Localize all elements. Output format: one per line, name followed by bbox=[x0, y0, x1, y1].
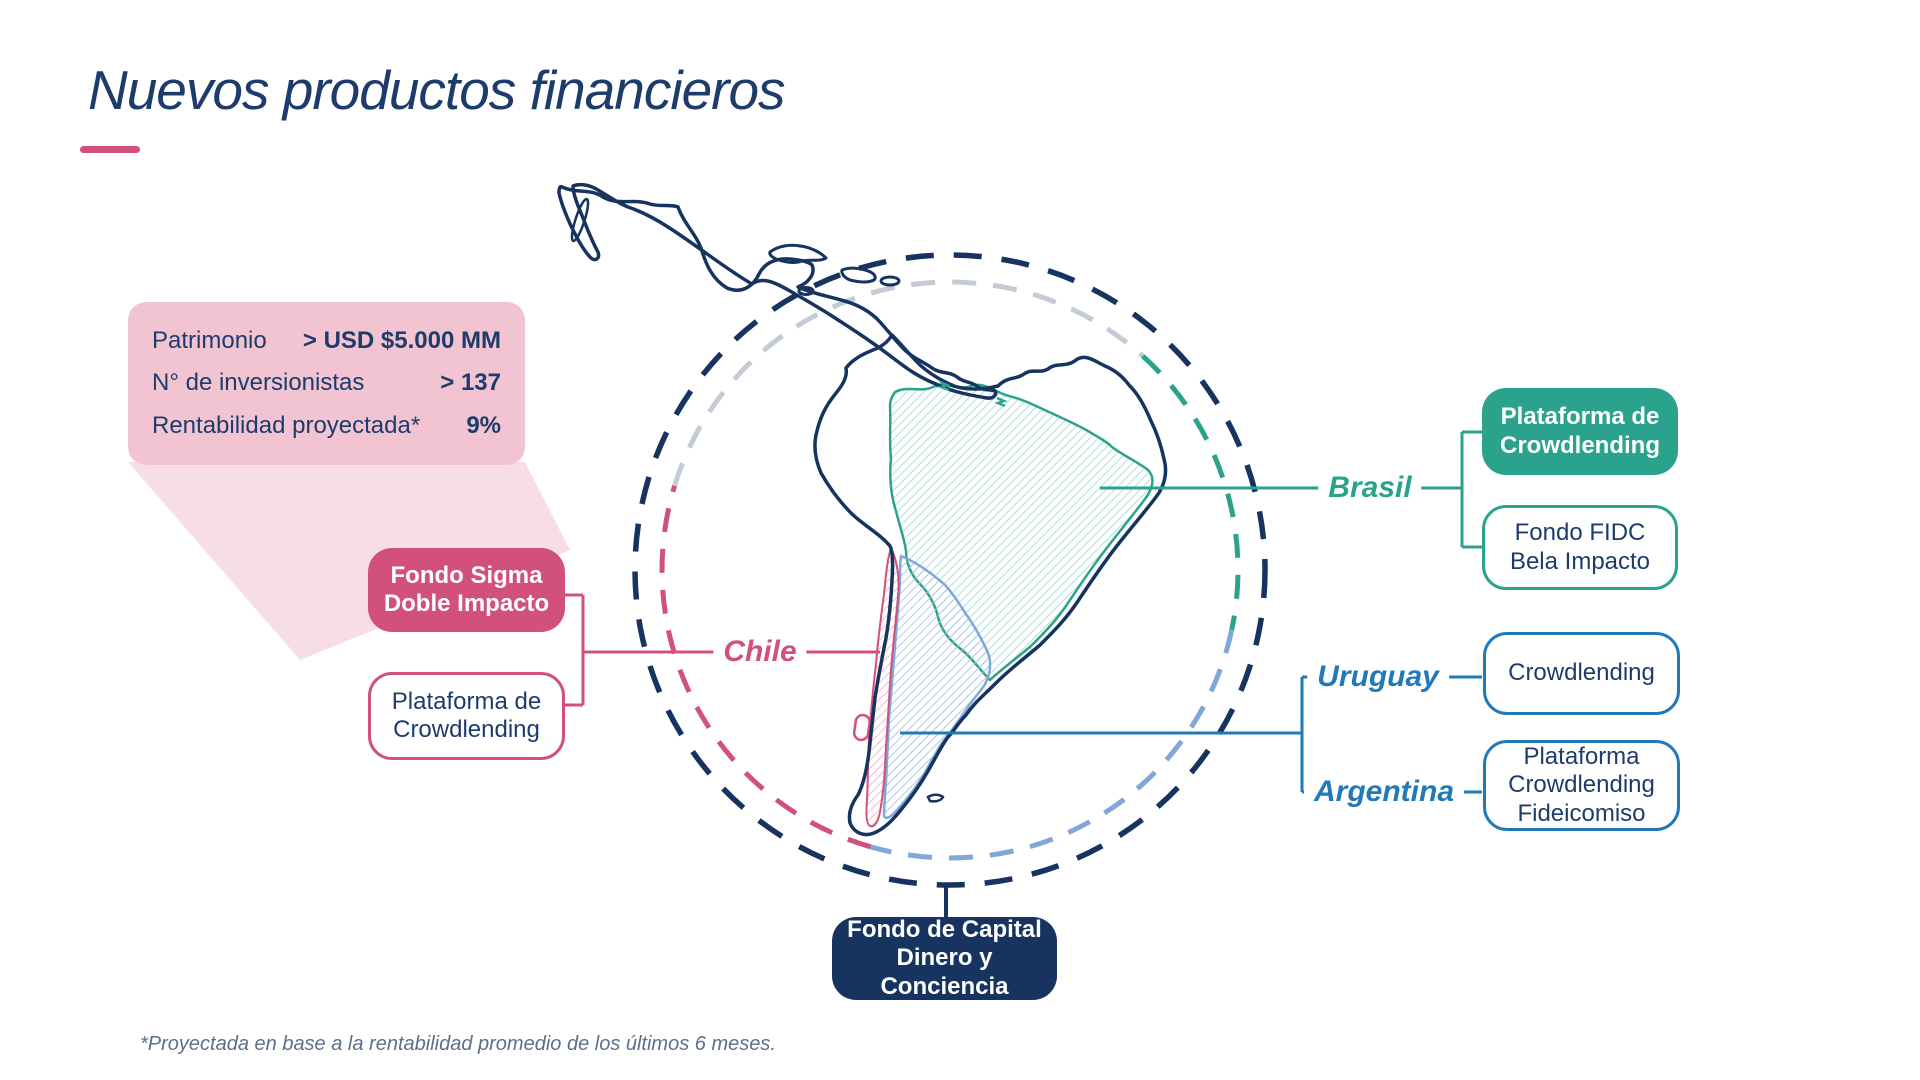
brasil-connector bbox=[1100, 430, 1482, 549]
chile-connector bbox=[565, 593, 880, 707]
box-fondo-fidc: Fondo FIDC Bela Impacto bbox=[1482, 505, 1678, 590]
falkland-islands bbox=[926, 793, 945, 803]
stats-row: N° de inversionistas > 137 bbox=[152, 369, 501, 397]
stats-box: Patrimonio > USD $5.000 MM N° de inversi… bbox=[128, 302, 525, 465]
stat-value: > USD $5.000 MM bbox=[302, 327, 501, 355]
stat-label: Patrimonio bbox=[152, 327, 267, 355]
stat-label: N° de inversionistas bbox=[152, 369, 365, 397]
stats-callout-wedge bbox=[128, 462, 570, 660]
baja-lagoon bbox=[570, 197, 590, 243]
south-america-outline bbox=[813, 333, 1168, 837]
uruguay-argentina-connector bbox=[900, 675, 1482, 794]
label-uruguay: Uruguay bbox=[1307, 660, 1449, 694]
label-chile: Chile bbox=[713, 635, 807, 669]
page-title: Nuevos productos financieros bbox=[88, 59, 786, 121]
box-fondo-sigma: Fondo Sigma Doble Impacto bbox=[368, 548, 565, 632]
argentina-region bbox=[882, 554, 992, 819]
inner-dashed-circle bbox=[659, 279, 1241, 861]
stats-row: Patrimonio > USD $5.000 MM bbox=[152, 327, 501, 355]
box-crowdlending-uruguay: Crowdlending bbox=[1483, 632, 1680, 715]
title-underline bbox=[80, 146, 140, 153]
caribbean-islands bbox=[768, 243, 901, 296]
stat-label: Rentabilidad proyectada* bbox=[152, 411, 421, 439]
box-plataforma-fideicomiso-argentina: Plataforma Crowdlending Fideicomiso bbox=[1483, 740, 1680, 831]
stat-value: 9% bbox=[466, 411, 501, 439]
stat-value: > 137 bbox=[440, 369, 501, 397]
box-plataforma-crowdlending-brasil: Plataforma de Crowdlending bbox=[1482, 388, 1678, 475]
footnote: *Proyectada en base a la rentabilidad pr… bbox=[140, 1033, 776, 1055]
mexico-central-america-outline bbox=[557, 182, 998, 400]
chile-marker bbox=[852, 713, 871, 742]
box-plataforma-crowdlending-chile: Plataforma de Crowdlending bbox=[368, 672, 565, 760]
stats-row: Rentabilidad proyectada* 9% bbox=[152, 412, 501, 440]
label-brasil: Brasil bbox=[1318, 471, 1422, 505]
outer-dashed-circle bbox=[632, 252, 1268, 888]
box-fondo-capital: Fondo de Capital Dinero y Conciencia bbox=[832, 916, 1057, 1000]
label-argentina: Argentina bbox=[1303, 775, 1465, 809]
map-marks bbox=[937, 380, 1008, 408]
